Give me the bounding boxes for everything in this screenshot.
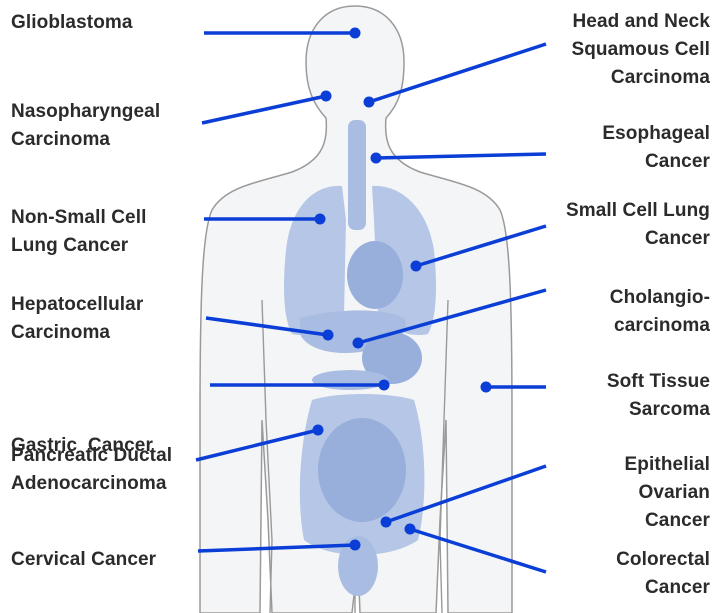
label-colorectal: Colorectal Cancer	[616, 546, 710, 602]
label-line: carcinoma	[610, 312, 710, 340]
label-line: Cervical Cancer	[11, 546, 156, 574]
label-line: Epithelial	[625, 451, 710, 479]
label-line: Small Cell Lung	[566, 197, 710, 225]
label-line: Colorectal	[616, 546, 710, 574]
label-line: Head and Neck	[571, 8, 710, 36]
label-line: Ovarian	[625, 479, 710, 507]
label-pancreatic: Pancreatic Ductal Adenocarcinoma	[11, 442, 172, 498]
label-esophageal: Esophageal Cancer	[602, 120, 710, 176]
label-line: Carcinoma	[11, 126, 160, 154]
label-hnscc: Head and Neck Squamous Cell Carcinoma	[571, 8, 710, 92]
label-line: Esophageal	[602, 120, 710, 148]
label-ovarian: Epithelial Ovarian Cancer	[625, 451, 710, 535]
label-hepatocellular: Hepatocellular Carcinoma	[11, 291, 143, 347]
heart	[347, 241, 403, 309]
trachea	[348, 120, 366, 230]
label-line: Cancer	[602, 148, 710, 176]
label-line: Carcinoma	[11, 319, 143, 347]
label-line: Hepatocellular	[11, 291, 143, 319]
label-line: Glioblastoma	[11, 9, 133, 37]
label-line: Cancer	[625, 507, 710, 535]
label-line: Squamous Cell	[571, 36, 710, 64]
label-sclc: Small Cell Lung Cancer	[566, 197, 710, 253]
pancreas	[312, 370, 388, 390]
label-line: Pancreatic Ductal	[11, 442, 172, 470]
label-line: Sarcoma	[607, 396, 710, 424]
label-line: Soft Tissue	[607, 368, 710, 396]
label-cervical: Cervical Cancer	[11, 546, 156, 574]
label-glioblastoma: Glioblastoma	[11, 9, 133, 37]
label-line: Carcinoma	[571, 64, 710, 92]
label-line: Cholangio-	[610, 284, 710, 312]
label-line: Adenocarcinoma	[11, 470, 172, 498]
label-nsclc: Non-Small Cell Lung Cancer	[11, 204, 146, 260]
label-line: Non-Small Cell	[11, 204, 146, 232]
label-line: Cancer	[566, 225, 710, 253]
small-intestine	[318, 418, 406, 522]
label-line: Lung Cancer	[11, 232, 146, 260]
label-sarcoma: Soft Tissue Sarcoma	[607, 368, 710, 424]
label-nasopharyngeal: Nasopharyngeal Carcinoma	[11, 98, 160, 154]
label-cholangio: Cholangio- carcinoma	[610, 284, 710, 340]
label-line: Cancer	[616, 574, 710, 602]
label-line: Nasopharyngeal	[11, 98, 160, 126]
